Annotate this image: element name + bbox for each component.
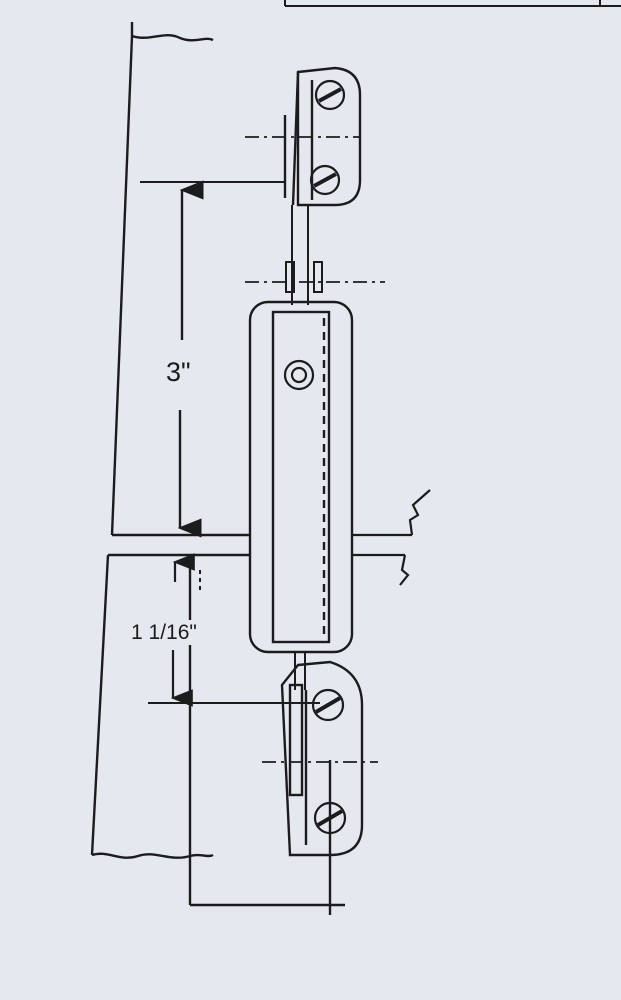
top-screw-upper bbox=[314, 79, 346, 111]
cylinder-body bbox=[248, 300, 354, 654]
dimension-label-3in: 3" bbox=[162, 357, 195, 388]
frame-break-right bbox=[352, 489, 431, 586]
top-screw-lower bbox=[309, 164, 341, 196]
dimension-label-1-1-16in: 1 1/16" bbox=[128, 620, 200, 645]
cylinder-screw bbox=[283, 359, 315, 391]
lower-rod bbox=[294, 652, 306, 690]
top-mounting-plate bbox=[283, 66, 362, 207]
upper-rod bbox=[285, 205, 323, 305]
bottom-mounting-plate bbox=[280, 660, 364, 857]
center-lines bbox=[245, 136, 385, 763]
table-fragment bbox=[284, 0, 621, 7]
bottom-screw-upper bbox=[311, 688, 345, 722]
dimension-line-3in bbox=[177, 180, 204, 538]
dimension-line-1-1-16in bbox=[170, 553, 195, 707]
bottom-screw-lower bbox=[313, 801, 347, 835]
